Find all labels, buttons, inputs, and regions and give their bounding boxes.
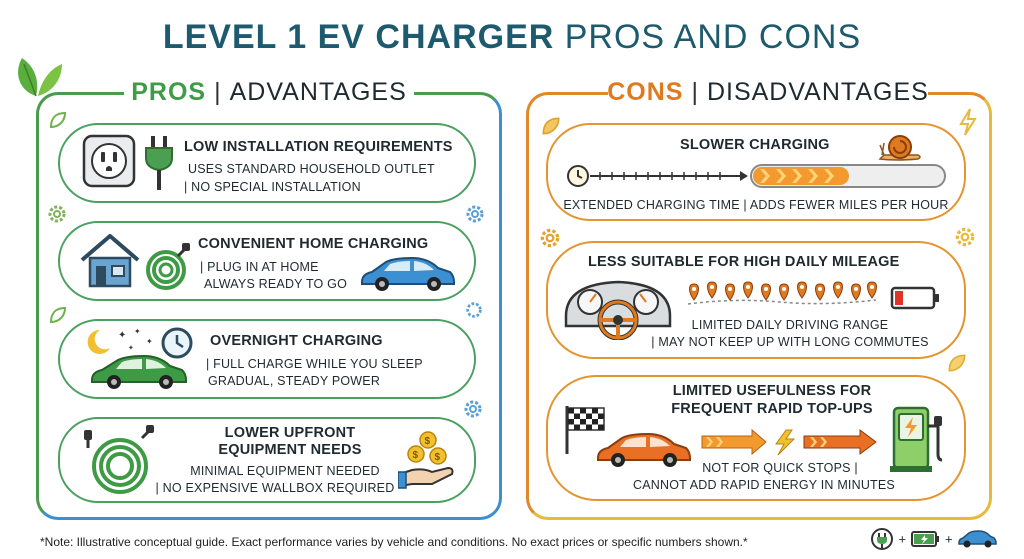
legend: + +	[870, 527, 997, 551]
card-line: | PLUG IN AT HOME	[200, 260, 319, 274]
card-title: CONVENIENT HOME CHARGING	[198, 236, 429, 252]
gear-icon	[540, 228, 560, 248]
speed-arrows-icon	[701, 428, 877, 456]
svg-text:✦: ✦	[146, 337, 153, 346]
card-line: | NO SPECIAL INSTALLATION	[184, 180, 361, 194]
card-line: | FULL CHARGE WHILE YOU SLEEP	[206, 357, 423, 371]
leaf-icon	[948, 354, 966, 372]
card-title: LESS SUITABLE FOR HIGH DAILY MILEAGE	[588, 254, 900, 270]
gear-icon	[48, 205, 66, 223]
card-line: CANNOT ADD RAPID ENERGY IN MINUTES	[633, 478, 895, 492]
svg-text:✦: ✦	[128, 344, 134, 352]
lightning-icon	[959, 108, 977, 136]
card-title: LIMITED USEFULNESS FOR	[672, 383, 872, 399]
coiled-cable-icon	[84, 425, 154, 494]
pros-heading: PROS | ADVANTAGES	[124, 74, 414, 110]
charging-station-icon	[890, 406, 943, 472]
legend-plus: +	[944, 531, 953, 547]
cons-heading: CONS | DISADVANTAGES	[607, 74, 928, 110]
card-line: | MAY NOT KEEP UP WITH LONG COMMUTES	[651, 335, 929, 349]
green-car-icon	[91, 354, 187, 389]
card-title: OVERNIGHT CHARGING	[210, 333, 383, 349]
leaf-icon	[542, 117, 560, 135]
svg-text:$: $	[425, 436, 431, 447]
low-battery-icon	[890, 286, 939, 310]
clock-icon	[161, 327, 193, 359]
cable-coil-icon	[146, 243, 190, 290]
plug-icon	[871, 528, 893, 550]
card-title: FREQUENT RAPID TOP-UPS	[671, 401, 873, 417]
footnote: *Note: Illustrative conceptual guide. Ex…	[40, 535, 748, 549]
gear-icon	[466, 205, 484, 223]
house-icon	[80, 234, 140, 288]
legend-plus: +	[898, 531, 907, 547]
page-title: LEVEL 1 EV CHARGER PROS AND CONS	[0, 18, 1024, 57]
card-line: EXTENDED CHARGING TIME | ADDS FEWER MILE…	[563, 198, 949, 212]
gear-icon	[955, 227, 975, 247]
snail-icon	[878, 135, 921, 161]
gear-icon	[464, 400, 482, 418]
card-line: GRADUAL, STEADY POWER	[208, 374, 381, 388]
leaf-icon	[49, 111, 67, 129]
svg-text:$: $	[435, 452, 441, 463]
progress-bar-icon	[750, 164, 946, 188]
card-title: EQUIPMENT NEEDS	[218, 442, 362, 458]
plug-icon	[145, 136, 173, 190]
svg-text:✦: ✦	[118, 330, 126, 341]
card-line: MINIMAL EQUIPMENT NEEDED	[190, 464, 380, 478]
leaf-icon	[49, 306, 67, 324]
dashboard-icon	[564, 280, 672, 340]
svg-text:$: $	[413, 450, 419, 461]
gear-icon	[466, 302, 482, 318]
orange-car-icon	[597, 432, 691, 467]
card-title: LOWER UPFRONT	[224, 425, 356, 441]
clock-icon	[567, 165, 589, 187]
car-icon	[958, 530, 997, 548]
card-title: SLOWER CHARGING	[680, 137, 830, 153]
battery-icon	[910, 531, 939, 547]
checkered-flag-icon	[565, 406, 605, 454]
card-line: USES STANDARD HOUSEHOLD OUTLET	[188, 162, 435, 176]
card-title: LOW INSTALLATION REQUIREMENTS	[184, 139, 453, 155]
card-line: ALWAYS READY TO GO	[204, 277, 347, 291]
title-light: PROS AND CONS	[564, 18, 862, 56]
card-line: | NO EXPENSIVE WALLBOX REQUIRED	[155, 481, 395, 495]
card-line: NOT FOR QUICK STOPS |	[702, 461, 858, 475]
blue-car-icon	[361, 256, 455, 291]
timeline-icon	[590, 171, 748, 181]
card-line: LIMITED DAILY DRIVING RANGE	[691, 318, 889, 332]
coins-hand-icon: $ $ $	[398, 431, 454, 489]
title-strong: LEVEL 1 EV CHARGER	[162, 18, 555, 56]
moon-stars-icon: ✦ ✦ ✦ ✦	[87, 327, 153, 354]
leaf-icon	[18, 58, 62, 97]
svg-text:✦: ✦	[134, 327, 141, 336]
map-pins-icon	[687, 281, 877, 305]
outlet-icon	[82, 134, 136, 188]
